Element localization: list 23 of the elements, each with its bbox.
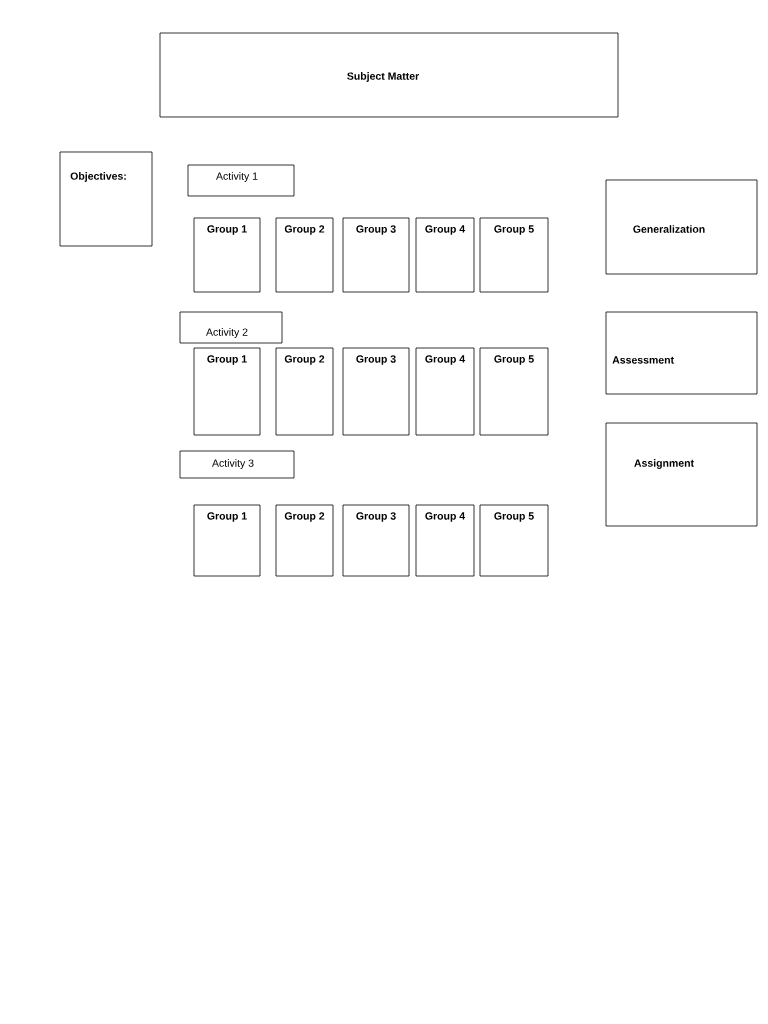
section-box: Assessment [605,311,758,395]
group-box: Group 3 [342,217,410,293]
group-box: Group 3 [342,347,410,436]
group-box: Group 2 [275,504,334,577]
group-box: Group 5 [479,217,549,293]
group-box: Group 1 [193,217,261,293]
group-box: Group 5 [479,504,549,577]
activity-box: Activity 1 [187,164,295,197]
objectives-box: Objectives: [59,151,153,247]
section-box: Assignment [605,422,758,527]
title-box: Subject Matter [159,32,619,118]
section-box: Generalization [605,179,758,275]
activity-box: Activity 3 [179,450,295,479]
group-box: Group 4 [415,347,475,436]
group-box: Group 5 [479,347,549,436]
group-box: Group 2 [275,217,334,293]
activity-box: Activity 2 [179,311,283,344]
group-box: Group 1 [193,504,261,577]
group-box: Group 2 [275,347,334,436]
group-box: Group 1 [193,347,261,436]
group-box: Group 4 [415,504,475,577]
group-box: Group 4 [415,217,475,293]
group-box: Group 3 [342,504,410,577]
